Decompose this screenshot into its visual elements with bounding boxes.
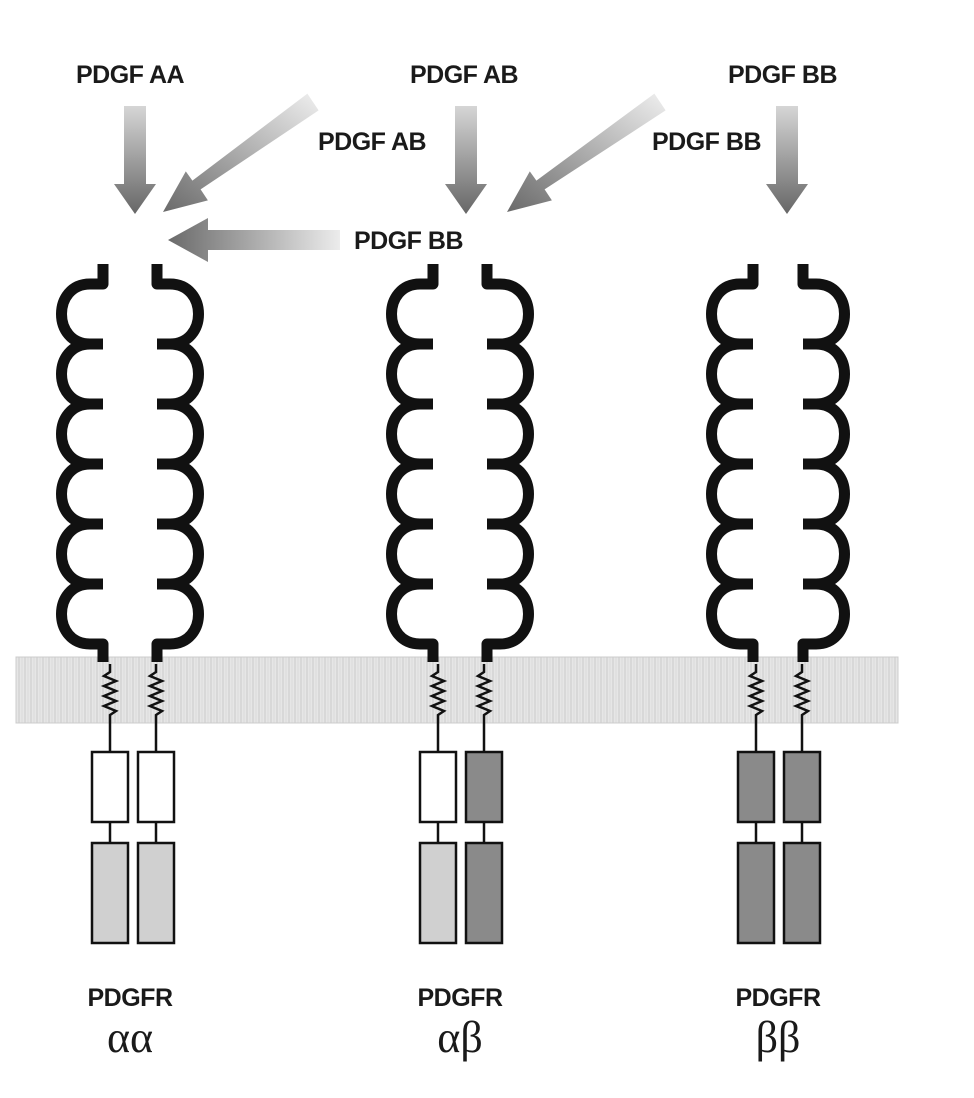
receptor-pdgfr-alpha-beta: PDGFR αβ	[386, 264, 534, 1062]
arrow-pdgf-aa	[114, 106, 156, 214]
arrow-pdgf-bb-down	[766, 106, 808, 214]
label-pdgf-ab-diagonal: PDGF AB	[318, 128, 426, 156]
receptor-type: αα	[107, 1013, 153, 1062]
receptor-type: αβ	[437, 1013, 482, 1062]
extracellular-domain-right	[151, 264, 204, 662]
transmembrane-left	[428, 664, 448, 752]
transmembrane-right	[792, 664, 812, 752]
extracellular-domain-right	[797, 264, 850, 662]
receptor-name: PDGFR	[88, 984, 173, 1012]
juxtamembrane-box-left	[736, 750, 776, 824]
kinase-box-left	[736, 841, 776, 945]
label-pdgf-bb-top: PDGF BB	[728, 61, 837, 89]
arrow-pdgf-bb-horizontal	[168, 218, 340, 262]
transmembrane-right	[146, 664, 166, 752]
receptor-name: PDGFR	[736, 984, 821, 1012]
juxtamembrane-box-right	[782, 750, 822, 824]
kinase-box-left	[90, 841, 130, 945]
kinase-box-right	[464, 841, 504, 945]
juxtamembrane-box-right	[464, 750, 504, 824]
label-pdgf-bb-diagonal: PDGF BB	[652, 128, 761, 156]
receptor-type: ββ	[756, 1013, 801, 1062]
transmembrane-left	[100, 664, 120, 752]
label-pdgf-bb-horizontal: PDGF BB	[354, 227, 463, 255]
kinase-box-right	[782, 841, 822, 945]
juxtamembrane-box-right	[136, 750, 176, 824]
arrow-pdgf-ab-down	[445, 106, 487, 214]
arrow-pdgf-ab-diagonal	[163, 93, 319, 212]
arrow-pdgf-bb-diagonal	[507, 93, 666, 212]
ligand-arrows	[114, 93, 808, 262]
kinase-box-right	[136, 841, 176, 945]
transmembrane-right	[474, 664, 494, 752]
extracellular-domain-left	[56, 264, 109, 662]
receptor-pdgfr-beta-beta: PDGFR ββ	[706, 264, 850, 1062]
juxtamembrane-box-left	[90, 750, 130, 824]
juxtamembrane-box-left	[418, 750, 458, 824]
extracellular-domain-right	[481, 264, 534, 662]
kinase-box-left	[418, 841, 458, 945]
receptor-pdgfr-alpha-alpha: PDGFR αα	[56, 264, 204, 1062]
transmembrane-left	[746, 664, 766, 752]
cell-membrane	[15, 656, 899, 724]
extracellular-domain-left	[706, 264, 759, 662]
extracellular-domain-left	[386, 264, 439, 662]
label-pdgf-aa: PDGF AA	[76, 61, 185, 89]
label-pdgf-ab-top: PDGF AB	[410, 61, 518, 89]
receptor-name: PDGFR	[418, 984, 503, 1012]
